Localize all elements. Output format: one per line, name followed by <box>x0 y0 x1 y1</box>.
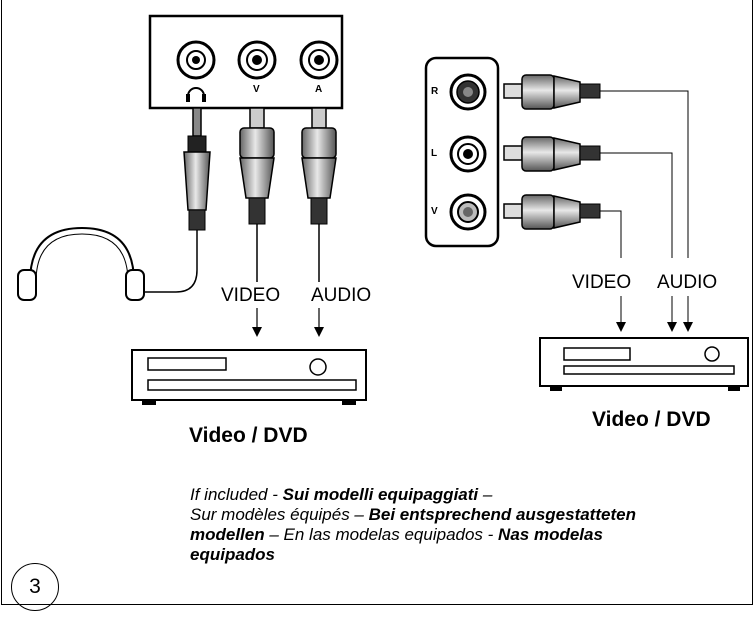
jack-label-r: R <box>431 86 439 97</box>
figure-frame <box>1 0 753 605</box>
caption-sep-1: – <box>478 485 493 504</box>
left-video-label: VIDEO <box>221 285 281 306</box>
left-dvd-player-icon <box>131 349 367 405</box>
left-jack-panel <box>148 14 344 110</box>
jack-label-l: L <box>431 148 438 159</box>
left-audio-label: AUDIO <box>311 285 372 306</box>
caption-es: – En las modelas equipados - <box>264 525 499 544</box>
right-dvd-player-icon <box>539 337 749 391</box>
right-rca-plug-v <box>503 194 601 230</box>
jack-l <box>449 135 487 173</box>
left-arrows <box>252 308 324 337</box>
right-jack-panel <box>424 56 500 248</box>
headphone-plug <box>135 107 211 293</box>
caption-de: Bei entsprechend ausgestatteten modellen <box>190 505 636 544</box>
headphone-jack <box>176 40 216 102</box>
right-arrows <box>616 322 693 332</box>
step-number-badge: 3 <box>11 563 59 611</box>
video-rca-plug <box>239 107 275 282</box>
jack-v <box>449 193 487 231</box>
caption-pt: Nas modelas equipados <box>190 525 603 564</box>
jack-label-v-right: V <box>431 206 438 217</box>
jack-r <box>449 73 487 111</box>
jack-label-v: V <box>253 84 260 95</box>
right-audio-label: AUDIO <box>657 272 718 293</box>
right-cables <box>600 90 689 326</box>
video-jack <box>237 40 277 80</box>
left-device-label: Video / DVD <box>189 424 308 447</box>
right-video-label: VIDEO <box>572 272 632 293</box>
headphones-icon <box>17 226 145 301</box>
caption-fr: Sur modèles équipés – <box>190 505 369 524</box>
jack-label-a: A <box>315 84 323 95</box>
right-device-label: Video / DVD <box>592 408 711 431</box>
audio-rca-plug <box>301 107 337 282</box>
caption-en: If included - <box>190 485 283 504</box>
availability-caption: If included - Sui modelli equipaggiati –… <box>190 485 660 565</box>
audio-jack <box>299 40 339 80</box>
caption-it: Sui modelli equipaggiati <box>282 485 479 504</box>
right-rca-plug-l <box>503 136 601 172</box>
right-rca-plug-r <box>503 74 601 110</box>
